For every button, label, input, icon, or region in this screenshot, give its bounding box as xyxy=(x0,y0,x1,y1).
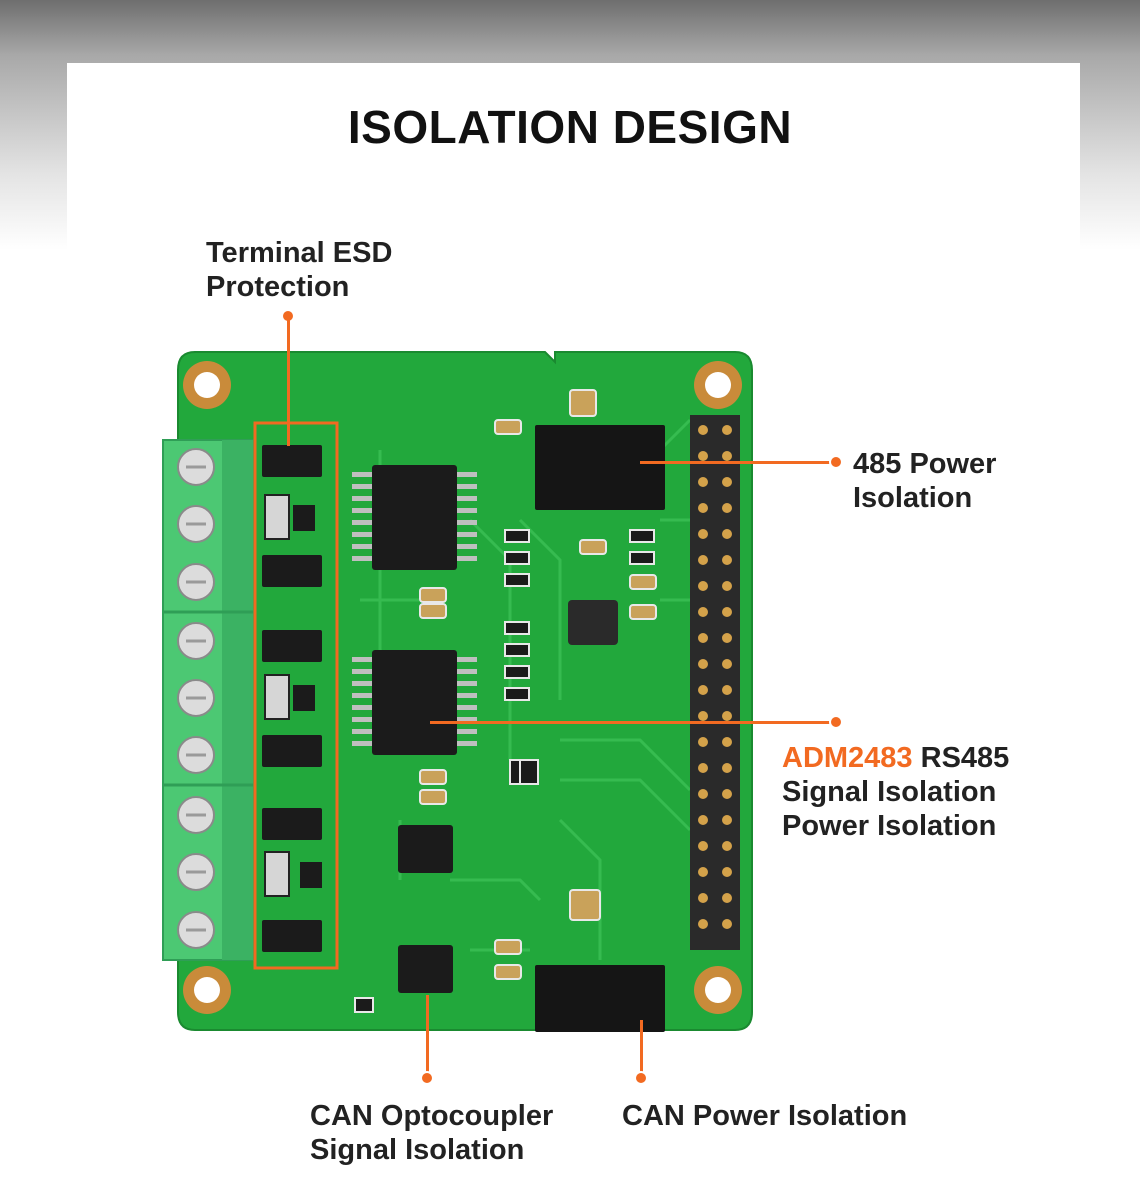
callout-can-opto-label: CAN Optocoupler Signal Isolation xyxy=(310,1099,553,1167)
callout-esd-label: Terminal ESD Protection xyxy=(206,236,392,304)
callout-adm-line1-rest: RS485 xyxy=(912,742,1010,774)
adm2483-chips xyxy=(352,465,477,755)
callout-485-line1: 485 Power xyxy=(853,448,997,480)
power-modules xyxy=(535,425,665,1032)
gpio-header xyxy=(690,415,740,950)
callout-adm-line2: Signal Isolation xyxy=(782,776,997,808)
adm2483-accent-text: ADM2483 xyxy=(782,742,913,774)
esd-highlight-box xyxy=(253,421,339,970)
callout-can-opto-dot xyxy=(420,1071,434,1085)
callout-485-line2: Isolation xyxy=(853,482,973,514)
resistors xyxy=(354,529,655,1013)
callout-can-power-leader xyxy=(640,1020,643,1077)
callout-can-power-line1: CAN Power Isolation xyxy=(622,1100,908,1132)
callout-can-opto-line1: CAN Optocoupler xyxy=(310,1100,554,1132)
passives xyxy=(419,389,657,980)
esd-tvs-parts xyxy=(264,494,322,897)
callout-485-dot xyxy=(829,455,843,469)
callout-adm-line1: ADM2483 RS485 xyxy=(782,741,1009,775)
screw-terminal-block xyxy=(162,439,254,961)
can-opto-chips xyxy=(398,825,453,993)
callout-485-leader xyxy=(640,461,833,464)
callout-adm-leader xyxy=(430,721,833,724)
callout-adm-dot xyxy=(829,715,843,729)
inductor xyxy=(568,600,618,645)
page-title: ISOLATION DESIGN xyxy=(347,101,793,153)
callout-esd-line1: Terminal ESD xyxy=(206,237,393,269)
callout-can-power-label: CAN Power Isolation xyxy=(622,1099,907,1133)
callout-esd-leader xyxy=(287,316,290,446)
callout-adm-label: ADM2483 RS485 Signal Isolation Power Iso… xyxy=(782,741,1009,843)
callout-esd-line2: Protection xyxy=(206,271,350,303)
mounting-holes xyxy=(183,361,742,1014)
callout-can-opto-leader xyxy=(426,995,429,1077)
callout-adm-line3: Power Isolation xyxy=(782,810,997,842)
callout-can-opto-line2: Signal Isolation xyxy=(310,1134,525,1166)
callout-485-label: 485 Power Isolation xyxy=(853,447,996,515)
esd-diodes xyxy=(262,445,322,952)
pcb-substrate xyxy=(177,351,753,1031)
callout-can-power-dot xyxy=(634,1071,648,1085)
